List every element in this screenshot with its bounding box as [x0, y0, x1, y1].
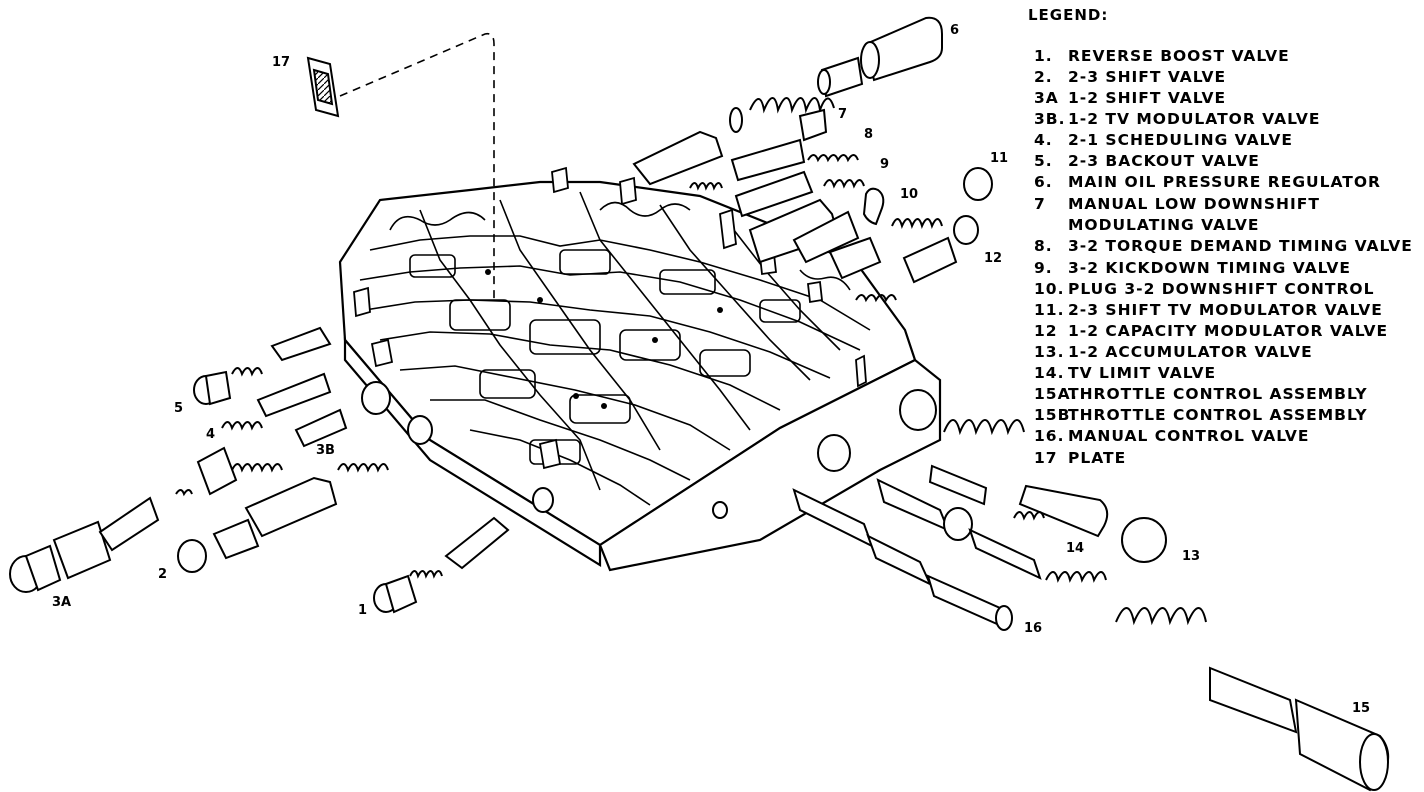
callout-3a: 3A	[52, 595, 71, 610]
legend-item-number: 3B.	[1034, 110, 1066, 128]
legend-item-number: 11.	[1034, 301, 1065, 319]
legend-item-text: PLATE	[1068, 449, 1127, 467]
legend-item-text: 3-2 KICKDOWN TIMING VALVE	[1068, 259, 1351, 277]
legend-item-text: 1-2 CAPACITY MODULATOR VALVE	[1068, 322, 1389, 340]
lower-right-valve-train	[792, 419, 1390, 792]
legend-item: 7 MANUAL LOW DOWNSHIFT	[1034, 194, 1320, 214]
callout-10: 10	[900, 187, 918, 202]
callout-6: 6	[950, 23, 959, 38]
callout-17: 17	[272, 55, 290, 70]
legend-item-number: 3A	[1034, 89, 1059, 107]
legend-item-number: 2.	[1034, 68, 1053, 86]
legend-item: 10.PLUG 3-2 DOWNSHIFT CONTROL	[1034, 279, 1374, 299]
legend-item-text: MAIN OIL PRESSURE REGULATOR	[1068, 173, 1381, 191]
legend-item-number: 13.	[1034, 343, 1065, 361]
legend-item-text: TV LIMIT VALVE	[1068, 364, 1217, 382]
legend-item-number: 12	[1034, 322, 1058, 340]
legend-item-text: 3-2 TORQUE DEMAND TIMING VALVE	[1068, 237, 1413, 255]
legend-item-text: REVERSE BOOST VALVE	[1068, 47, 1290, 65]
legend-item-text: THROTTLE CONTROL ASSEMBLY	[1068, 385, 1368, 403]
callout-11: 11	[990, 151, 1008, 166]
legend-item-text: 2-1 SCHEDULING VALVE	[1068, 131, 1293, 149]
callout-12: 12	[984, 251, 1002, 266]
legend-item-number: 7	[1034, 195, 1046, 213]
legend-item-text: PLUG 3-2 DOWNSHIFT CONTROL	[1068, 280, 1375, 298]
plate-17	[306, 56, 340, 118]
callout-5: 5	[174, 401, 183, 416]
legend-item-number: 14.	[1034, 364, 1065, 382]
legend-item-number: 15B.	[1034, 406, 1078, 424]
legend-item-text: 2-3 SHIFT VALVE	[1068, 68, 1227, 86]
legend-item: 1. REVERSE BOOST VALVE	[1034, 46, 1290, 66]
legend-item: 12 1-2 CAPACITY MODULATOR VALVE	[1034, 321, 1388, 341]
legend-item-number: 16.	[1034, 427, 1065, 445]
legend-item-number: 10.	[1034, 280, 1065, 298]
legend-item-number: 1.	[1034, 47, 1053, 65]
callout-8: 8	[864, 127, 873, 142]
legend-item-text: 1-2 ACCUMULATOR VALVE	[1068, 343, 1313, 361]
legend-title: LEGEND:	[1028, 6, 1109, 24]
legend-item: 13.1-2 ACCUMULATOR VALVE	[1034, 342, 1313, 362]
legend-item-number: 9.	[1034, 259, 1053, 277]
legend-item: 16.MANUAL CONTROL VALVE	[1034, 426, 1310, 446]
legend-item-text: 1-2 SHIFT VALVE	[1068, 89, 1227, 107]
legend-item-text: 2-3 BACKOUT VALVE	[1068, 152, 1260, 170]
legend-item: 5. 2-3 BACKOUT VALVE	[1034, 151, 1260, 171]
legend-item: 3A 1-2 SHIFT VALVE	[1034, 88, 1226, 108]
left-valve-train	[9, 326, 510, 614]
callout-1: 1	[358, 603, 367, 618]
callout-16: 16	[1024, 621, 1042, 636]
legend-item-number: 17	[1034, 449, 1058, 467]
legend-item-number: 15A.	[1034, 385, 1078, 403]
callout-4: 4	[206, 427, 215, 442]
callout-14: 14	[1066, 541, 1084, 556]
legend-item-number: 5.	[1034, 152, 1053, 170]
upper-valve-train	[632, 16, 993, 303]
legend-item-number: 4.	[1034, 131, 1053, 149]
callout-labels: 17 6 7 8 9 10 11 12 5 4 3B 2 3A 1 14 13 …	[52, 23, 1370, 716]
legend-item: 4. 2-1 SCHEDULING VALVE	[1034, 130, 1293, 150]
callout-3b: 3B	[316, 443, 335, 458]
legend-item-text: MANUAL CONTROL VALVE	[1068, 427, 1310, 445]
legend-item: MODULATING VALVE	[1034, 215, 1259, 235]
legend-item: 15A.THROTTLE CONTROL ASSEMBLY	[1034, 384, 1368, 404]
legend-item: 11.2-3 SHIFT TV MODULATOR VALVE	[1034, 300, 1383, 320]
legend-item: 2. 2-3 SHIFT VALVE	[1034, 67, 1226, 87]
legend-item: 8. 3-2 TORQUE DEMAND TIMING VALVE	[1034, 236, 1413, 256]
legend-item-text: 1-2 TV MODULATOR VALVE	[1068, 110, 1321, 128]
legend-item: 9. 3-2 KICKDOWN TIMING VALVE	[1034, 258, 1351, 278]
valve-body-casting	[338, 166, 942, 572]
legend-item-number: 8.	[1034, 237, 1053, 255]
callout-13: 13	[1182, 549, 1200, 564]
legend-item-text: THROTTLE CONTROL ASSEMBLY	[1068, 406, 1368, 424]
legend-item: 3B.1-2 TV MODULATOR VALVE	[1034, 109, 1320, 129]
legend-item: 17 PLATE	[1034, 448, 1126, 468]
callout-7: 7	[838, 107, 847, 122]
legend-item-number: 6.	[1034, 173, 1053, 191]
legend-item-text: MODULATING VALVE	[1068, 216, 1260, 234]
legend-item-text: 2-3 SHIFT TV MODULATOR VALVE	[1068, 301, 1383, 319]
callout-15: 15	[1352, 701, 1370, 716]
callout-9: 9	[880, 157, 889, 172]
legend-item: 15B.THROTTLE CONTROL ASSEMBLY	[1034, 405, 1368, 425]
legend-item-text: MANUAL LOW DOWNSHIFT	[1068, 195, 1320, 213]
legend-item: 14.TV LIMIT VALVE	[1034, 363, 1216, 383]
callout-2: 2	[158, 567, 167, 582]
legend-item: 6. MAIN OIL PRESSURE REGULATOR	[1034, 172, 1381, 192]
plate-leader-line	[339, 32, 495, 300]
